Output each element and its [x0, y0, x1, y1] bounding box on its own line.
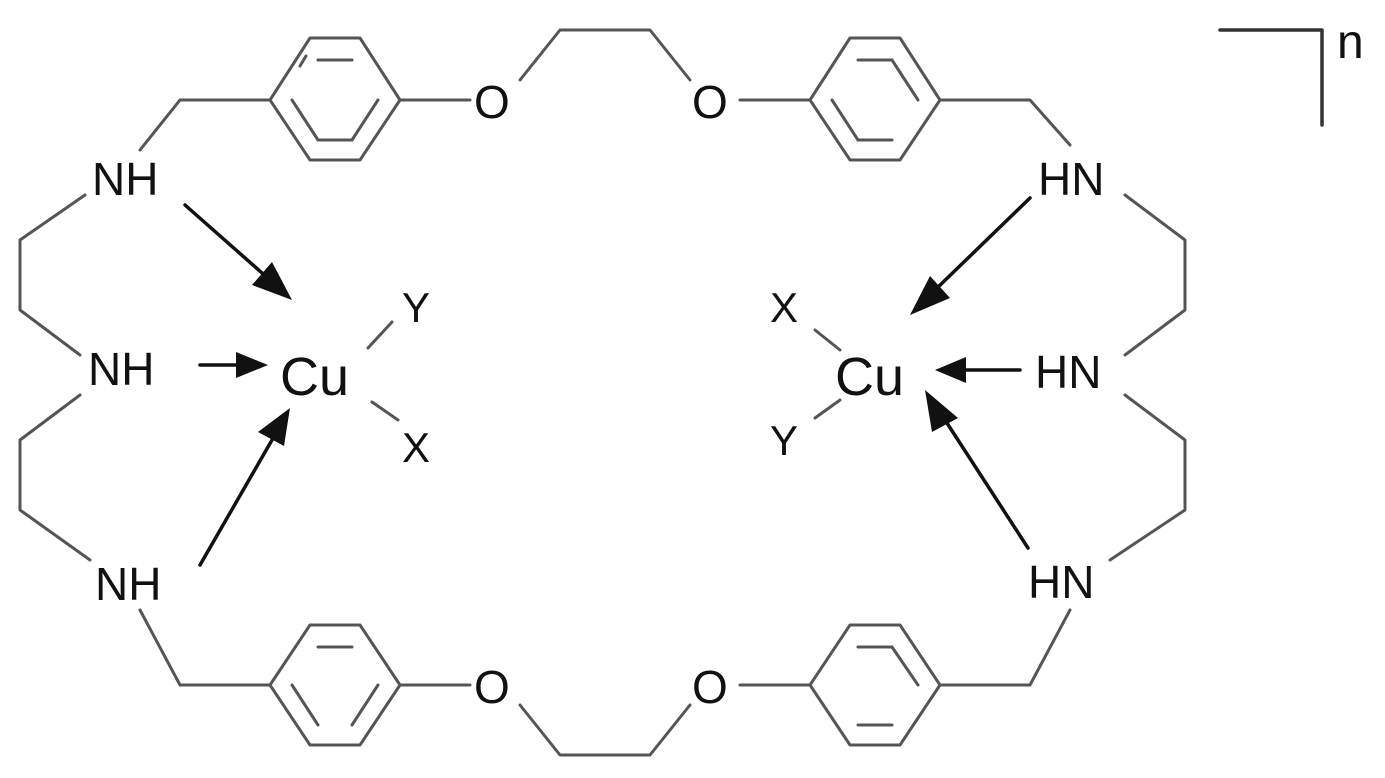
ligand-right-top: X — [770, 284, 798, 331]
ligand-left-bottom: X — [402, 424, 430, 471]
left-amine-middle: NH — [88, 343, 154, 395]
ether-oxygen-bottom-left: O — [474, 661, 510, 713]
ether-oxygen-bottom-right: O — [692, 661, 728, 713]
left-coordination-arrows — [183, 203, 292, 567]
repeat-bracket — [1218, 28, 1324, 127]
copper-left: Cu — [280, 347, 349, 407]
top-chain-bonds — [138, 28, 1072, 162]
bottom-chain-bonds — [138, 608, 1072, 757]
right-amine-middle: HN — [1035, 346, 1101, 398]
repeat-unit-label: n — [1337, 16, 1364, 69]
ether-oxygen-top-left: O — [474, 76, 510, 128]
copper-right: Cu — [835, 347, 904, 407]
left-amine-bottom: NH — [95, 558, 161, 610]
right-amine-top: HN — [1038, 153, 1104, 205]
ligand-right-bottom: Y — [770, 417, 798, 464]
left-amine-top: NH — [92, 153, 158, 205]
ligand-left-top: Y — [402, 284, 430, 331]
left-ethylene-bonds — [18, 193, 92, 562]
right-amine-bottom: HN — [1028, 556, 1094, 608]
right-ethylene-bonds — [1108, 193, 1187, 562]
right-coordination-arrows — [910, 196, 1032, 550]
ether-oxygen-top-right: O — [692, 76, 728, 128]
ligand-bonds — [366, 320, 842, 422]
